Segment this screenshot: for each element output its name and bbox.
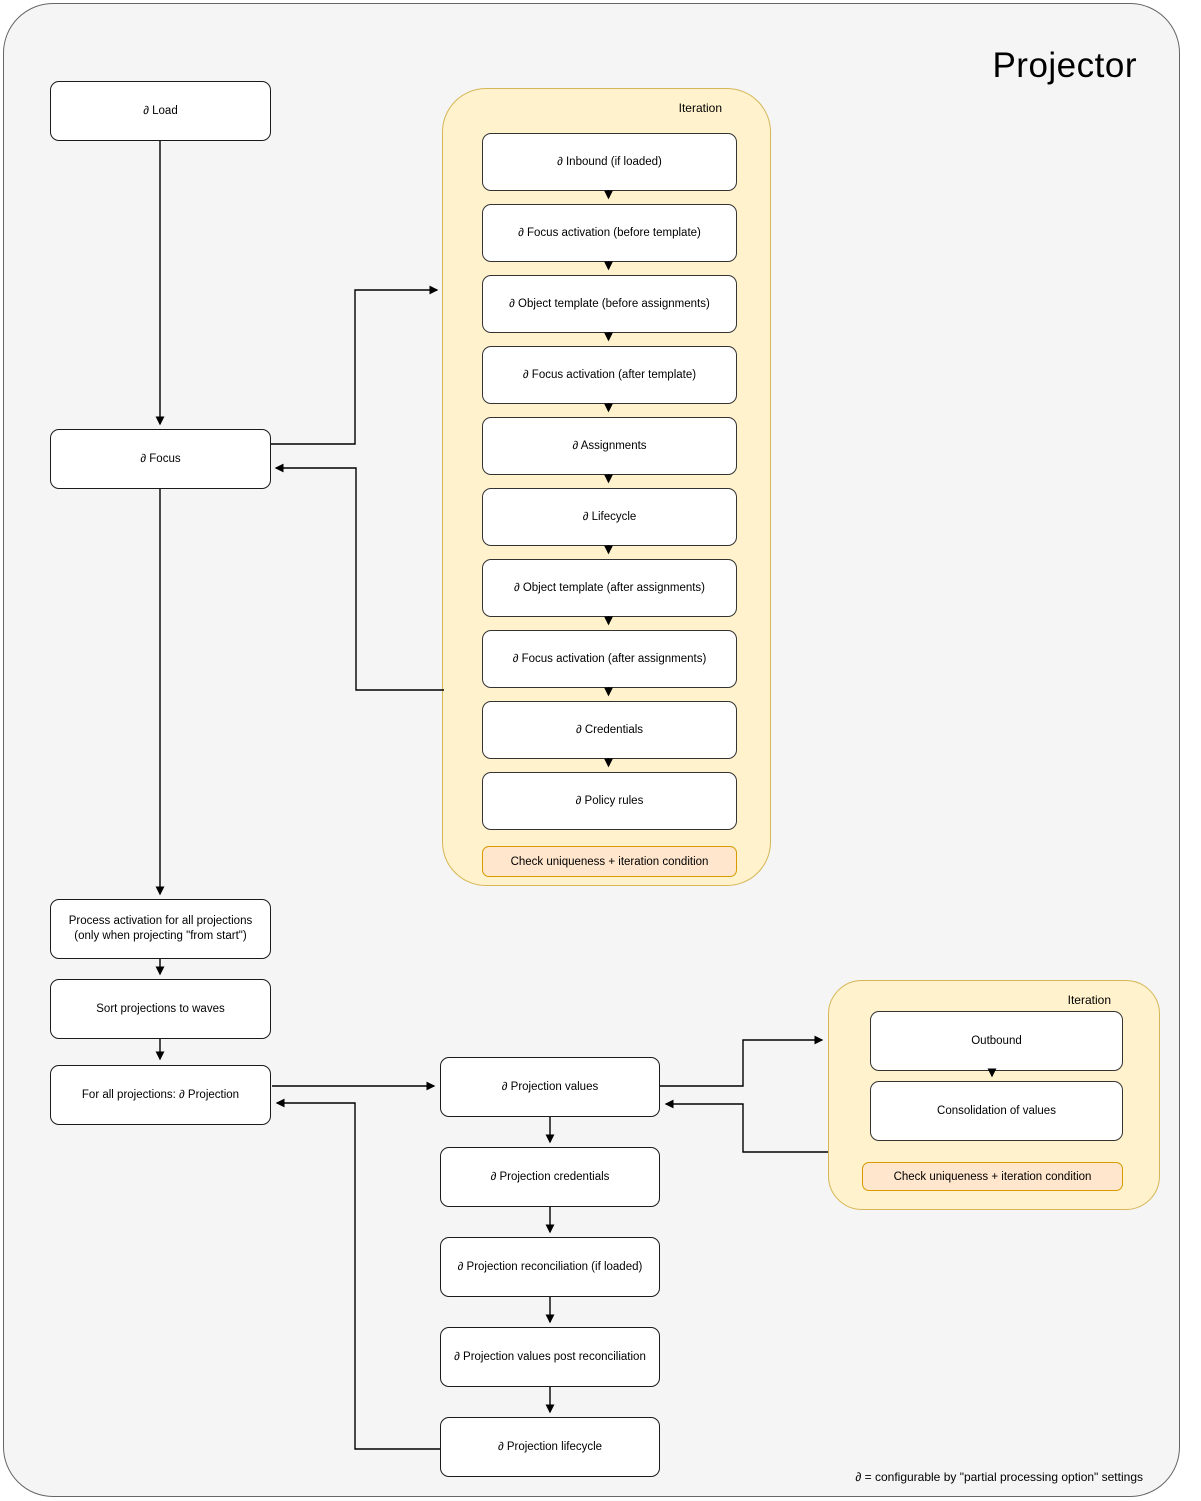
node-label: ∂ Projection values — [501, 1080, 599, 1093]
node-label: ∂ Load — [143, 104, 178, 117]
check-label: Check uniqueness + iteration condition — [893, 1170, 1092, 1183]
node-load[interactable]: ∂ Load — [50, 81, 271, 141]
step-label: Consolidation of values — [937, 1105, 1056, 1117]
step-label: ∂ Lifecycle — [582, 511, 637, 523]
node-label: ∂ Projection values post reconciliation — [454, 1350, 646, 1363]
step-credentials[interactable]: ∂ Credentials — [482, 701, 737, 759]
node-sort-projections-to-waves[interactable]: Sort projections to waves — [50, 979, 271, 1039]
node-process-activation[interactable]: Process activation for all projections (… — [50, 899, 271, 959]
step-focus-activation-after-assignments[interactable]: ∂ Focus activation (after assignments) — [482, 630, 737, 688]
group-title: Iteration — [678, 101, 722, 115]
step-focus-activation-before-template[interactable]: ∂ Focus activation (before template) — [482, 204, 737, 262]
step-label: ∂ Credentials — [575, 724, 644, 736]
step-object-template-before-assignments[interactable]: ∂ Object template (before assignments) — [482, 275, 737, 333]
step-label: Outbound — [971, 1035, 1022, 1047]
group-title: Iteration — [1067, 993, 1111, 1007]
node-label-line2: (only when projecting "from start") — [74, 930, 247, 942]
step-label: ∂ Focus activation (after assignments) — [512, 653, 707, 665]
step-label: ∂ Focus activation (after template) — [522, 369, 697, 381]
footnote: ∂ = configurable by "partial processing … — [855, 1470, 1143, 1484]
step-focus-activation-after-template[interactable]: ∂ Focus activation (after template) — [482, 346, 737, 404]
step-label: ∂ Assignments — [572, 440, 647, 452]
check-uniqueness-focus[interactable]: Check uniqueness + iteration condition — [482, 846, 737, 877]
group-projection-iteration[interactable]: Iteration Outbound Consolidation of valu… — [828, 980, 1160, 1210]
step-label: ∂ Policy rules — [575, 795, 644, 807]
step-outbound[interactable]: Outbound — [870, 1011, 1123, 1071]
node-label: Sort projections to waves — [96, 1002, 225, 1015]
check-label: Check uniqueness + iteration condition — [510, 855, 709, 868]
node-label: ∂ Focus — [140, 452, 181, 465]
group-focus-iteration[interactable]: Iteration ∂ Inbound (if loaded) ∂ Focus … — [442, 88, 771, 886]
node-label: For all projections: ∂ Projection — [81, 1088, 240, 1101]
step-consolidation-of-values[interactable]: Consolidation of values — [870, 1081, 1123, 1141]
node-projection-reconciliation[interactable]: ∂ Projection reconciliation (if loaded) — [440, 1237, 660, 1297]
step-lifecycle[interactable]: ∂ Lifecycle — [482, 488, 737, 546]
node-projection-values-post-reconciliation[interactable]: ∂ Projection values post reconciliation — [440, 1327, 660, 1387]
check-uniqueness-projection[interactable]: Check uniqueness + iteration condition — [862, 1162, 1123, 1191]
step-label: ∂ Object template (after assignments) — [513, 582, 706, 594]
node-label-line1: Process activation for all projections — [68, 915, 253, 928]
step-object-template-after-assignments[interactable]: ∂ Object template (after assignments) — [482, 559, 737, 617]
node-label: ∂ Projection reconciliation (if loaded) — [457, 1260, 643, 1273]
node-projection-credentials[interactable]: ∂ Projection credentials — [440, 1147, 660, 1207]
node-for-all-projections[interactable]: For all projections: ∂ Projection — [50, 1065, 271, 1125]
step-inbound[interactable]: ∂ Inbound (if loaded) — [482, 133, 737, 191]
node-projection-values[interactable]: ∂ Projection values — [440, 1057, 660, 1117]
node-label: ∂ Projection credentials — [490, 1170, 610, 1183]
step-label: ∂ Inbound (if loaded) — [557, 156, 662, 168]
node-projection-lifecycle[interactable]: ∂ Projection lifecycle — [440, 1417, 660, 1477]
node-label: Process activation for all projections (… — [69, 914, 252, 944]
step-assignments[interactable]: ∂ Assignments — [482, 417, 737, 475]
diagram-title: Projector — [992, 46, 1137, 85]
step-policy-rules[interactable]: ∂ Policy rules — [482, 772, 737, 830]
node-label: ∂ Projection lifecycle — [497, 1440, 603, 1453]
step-label: ∂ Focus activation (before template) — [518, 227, 701, 239]
node-focus[interactable]: ∂ Focus — [50, 429, 271, 489]
step-label: ∂ Object template (before assignments) — [509, 298, 710, 310]
